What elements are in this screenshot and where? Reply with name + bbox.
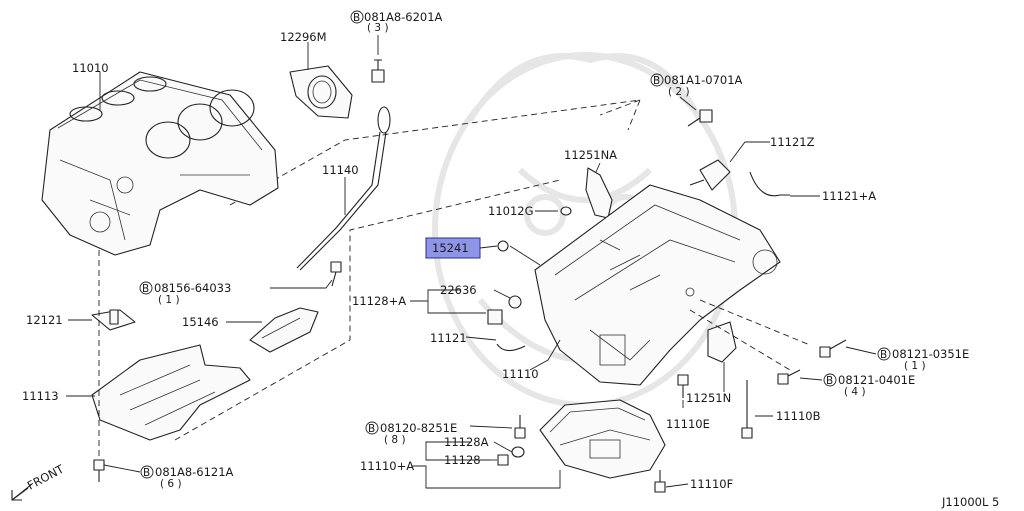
label-11113[interactable]: 11113 [22,389,59,403]
label-15241-highlighted[interactable]: 15241 [425,237,481,259]
svg-text:( 8 ): ( 8 ) [384,434,406,446]
svg-text:( 6 ): ( 6 ) [160,478,182,490]
label-081a1-0701a[interactable]: B 081A1-0701A ( 2 ) [650,73,743,98]
front-label: FRONT [25,461,67,492]
bolt-11110b[interactable] [741,380,753,439]
bolt-081a8-6201a[interactable] [371,59,385,83]
bolt-11110e[interactable] [677,374,689,398]
bolt-11110f[interactable] [654,470,666,493]
svg-text:B: B [880,349,887,361]
cylinder-block-part[interactable] [41,71,279,256]
plug-15241-part[interactable] [497,240,509,252]
label-11140[interactable]: 11140 [322,163,359,177]
svg-text:B: B [142,283,149,295]
label-11128a-2[interactable]: 11128A [444,435,489,449]
svg-text:( 4 ): ( 4 ) [844,386,866,398]
label-11110e[interactable]: 11110E [666,417,710,431]
bracket-12121-part[interactable] [91,309,136,331]
sensor-22636-part[interactable] [487,295,522,325]
svg-text:( 1 ): ( 1 ) [904,360,926,372]
assembly-outline [174,99,641,441]
upper-oil-pan-11110-part[interactable] [534,184,781,386]
label-11128[interactable]: 11128 [444,453,481,467]
svg-text:08121-0351E: 08121-0351E [892,347,969,361]
bolt-081a8-6121a[interactable] [93,459,105,482]
label-11010[interactable]: 11010 [72,61,109,75]
hose-11121a-part[interactable] [749,171,790,197]
svg-text:08120-8251E: 08120-8251E [380,421,457,435]
bolt-08121-0351e[interactable] [819,339,847,358]
bolt-081a1-0701a[interactable] [687,109,713,127]
svg-text:B: B [353,12,360,24]
svg-text:08156-64033: 08156-64033 [154,281,231,295]
svg-text:15241: 15241 [432,241,469,255]
baffle-15146-part[interactable] [249,307,319,353]
bolt-08156-64033[interactable] [330,261,342,287]
label-08156-64033[interactable]: B 08156-64033 ( 1 ) [139,281,231,306]
label-08121-0351e[interactable]: B 08121-0351E ( 1 ) [877,347,969,372]
label-08121-0401e[interactable]: B 08121-0401E ( 4 ) [823,373,915,398]
label-11110a[interactable]: 11110+A [360,459,414,473]
label-081a8-6121a[interactable]: B 081A8-6121A ( 6 ) [140,465,234,490]
lower-oil-pan-11110a-part[interactable] [539,399,666,479]
svg-text:( 1 ): ( 1 ) [158,294,180,306]
tube-11121-part[interactable] [496,343,526,352]
label-12296m[interactable]: 12296M [280,30,327,44]
label-11251na[interactable]: 11251NA [564,148,617,162]
label-11121z[interactable]: 11121Z [770,135,815,149]
rear-oil-seal-retainer-part[interactable] [289,65,353,119]
bolt-08120-8251e[interactable] [514,415,526,439]
label-08120-8251e[interactable]: B 08120-8251E ( 8 ) [365,421,457,446]
leader-lines [66,35,877,489]
label-22636[interactable]: 22636 [440,283,477,297]
svg-text:081A8-6121A: 081A8-6121A [155,465,234,479]
svg-text:B: B [143,467,150,479]
washer-11012g-part[interactable] [560,206,572,216]
label-11128a[interactable]: 11128+A [352,294,406,308]
gasket-11251na-part[interactable] [585,167,613,219]
washer-11128a-part[interactable] [511,446,525,458]
label-11110b[interactable]: 11110B [776,409,821,423]
label-11110[interactable]: 11110 [502,367,539,381]
svg-text:B: B [826,375,833,387]
label-11121[interactable]: 11121 [430,331,467,345]
label-15146[interactable]: 15146 [182,315,219,329]
svg-text:B: B [368,423,375,435]
bolt-08121-0401e[interactable] [777,369,801,385]
svg-text:081A1-0701A: 081A1-0701A [664,73,743,87]
lower-cover-11113-part[interactable] [91,344,251,441]
label-081a8-6201a[interactable]: B 081A8-6201A ( 3 ) [350,10,443,34]
label-12121[interactable]: 12121 [26,313,63,327]
label-11012g[interactable]: 11012G [488,204,534,218]
front-direction-arrow: FRONT [11,461,67,501]
label-11121a[interactable]: 11121+A [822,189,876,203]
label-11110f[interactable]: 11110F [690,477,733,491]
svg-text:081A8-6201A: 081A8-6201A [364,10,443,24]
svg-text:( 2 ): ( 2 ) [668,86,690,98]
dipstick-guide-part[interactable] [296,106,391,271]
svg-text:08121-0401E: 08121-0401E [838,373,915,387]
svg-text:B: B [653,75,660,87]
diagram-id: J11000L 5 [941,495,999,509]
svg-text:( 3 ): ( 3 ) [367,22,389,34]
plug-11128-part[interactable] [497,454,509,466]
oil-tube-11121z-part[interactable] [689,159,731,191]
gasket-11251n-part[interactable] [707,321,737,363]
label-11251n[interactable]: 11251N [686,391,731,405]
